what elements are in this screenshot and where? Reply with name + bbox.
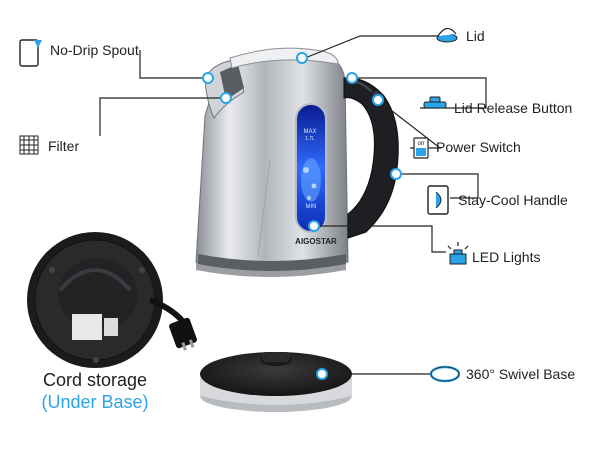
callout-anchors: [202, 52, 402, 380]
label-led-lights: LED Lights: [472, 249, 541, 265]
label-power-switch: Power Switch: [436, 139, 521, 155]
label-swivel-base: 360° Swivel Base: [466, 366, 576, 382]
brand-logo-text: AIGOSTAR: [295, 237, 337, 246]
label-lid: Lid: [466, 28, 485, 44]
power-switch-icon: [413, 137, 429, 159]
led-icon: [447, 242, 469, 265]
window-max-text: MAX: [303, 129, 316, 135]
handle-icon: [427, 185, 449, 215]
lid-icon: [436, 27, 458, 43]
cord-storage-title: Cord storage: [42, 370, 148, 390]
label-filter: Filter: [48, 138, 80, 154]
label-lid-release-button: Lid Release Button: [454, 100, 573, 116]
water-window: [295, 103, 327, 233]
window-volume-text: 1.7L: [305, 136, 315, 142]
label-no-drip-spout: No-Drip Spout: [50, 42, 139, 58]
power-switch-on-text: on: [418, 141, 425, 147]
stay-cool-handle-shape: [343, 77, 399, 239]
filter-icon: [19, 135, 39, 155]
window-min-text: MIN: [306, 204, 317, 210]
kettle-bottom: [198, 254, 346, 271]
cord-storage-base: [27, 232, 197, 368]
spout-icon: [19, 39, 42, 67]
swivel-base-shape: [200, 352, 352, 412]
swivel-base-icon: [429, 365, 461, 383]
lid-release-icon: [423, 96, 447, 109]
cord-storage-subtitle: (Under Base): [41, 392, 149, 412]
label-stay-cool-handle: Stay-Cool Handle: [458, 192, 568, 208]
